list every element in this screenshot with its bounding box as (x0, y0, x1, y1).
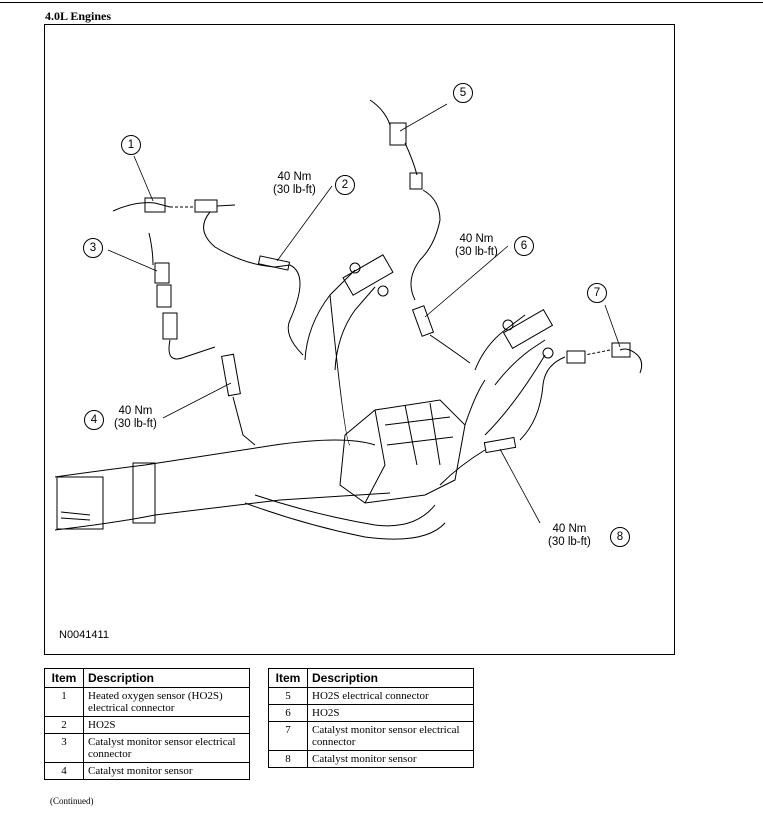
legend-header-row: Item Description (268, 668, 474, 688)
legend-item-number: 8 (268, 750, 308, 768)
table-row: 1 Heated oxygen sensor (HO2S) electrical… (44, 687, 250, 717)
callout-7-number: 7 (587, 283, 607, 303)
legend-table-right: Item Description 5 HO2S electrical conne… (268, 668, 474, 768)
table-row: 5 HO2S electrical connector (268, 687, 474, 705)
legend-item-description: Heated oxygen sensor (HO2S) electrical c… (83, 687, 250, 717)
callout-6-torque-metric: 40 Nm (459, 233, 494, 245)
table-row: 7 Catalyst monitor sensor electrical con… (268, 721, 474, 751)
callout-2-torque-imperial: (30 lb-ft) (273, 184, 316, 196)
legend-item-number: 7 (268, 721, 308, 751)
callout-4-torque-imperial: (30 lb-ft) (114, 418, 157, 430)
legend-item-number: 4 (44, 762, 84, 780)
callout-1-number: 1 (121, 135, 141, 155)
section-heading: 4.0L Engines (45, 9, 112, 23)
callout-6-number: 6 (514, 236, 534, 256)
legend-header-item: Item (268, 668, 308, 688)
table-row: 6 HO2S (268, 704, 474, 722)
table-row: 3 Catalyst monitor sensor electrical con… (44, 733, 250, 763)
legend-item-number: 1 (44, 687, 84, 717)
callout-3-number: 3 (83, 238, 103, 258)
callout-8-torque: 40 Nm (30 lb-ft) (548, 523, 591, 549)
callout-4-torque-metric: 40 Nm (118, 405, 153, 417)
legend-item-description: HO2S electrical connector (307, 687, 474, 705)
legend-item-number: 6 (268, 704, 308, 722)
legend-item-number: 3 (44, 733, 84, 763)
legend-item-description: Catalyst monitor sensor electrical conne… (83, 733, 250, 763)
callout-6-torque-imperial: (30 lb-ft) (455, 246, 498, 258)
continued-note: (Continued) (50, 796, 94, 806)
callout-8-torque-imperial: (30 lb-ft) (548, 536, 591, 548)
figure-id: N0041411 (59, 629, 109, 641)
callout-2-number: 2 (335, 175, 355, 195)
table-row: 2 HO2S (44, 716, 250, 734)
top-rule (0, 2, 763, 3)
exhaust-illustration (54, 99, 643, 540)
callout-4-number: 4 (84, 410, 104, 430)
callout-5-number: 5 (453, 83, 473, 103)
callout-8-number: 8 (610, 527, 630, 547)
legend-item-description: HO2S (83, 716, 250, 734)
legend-item-description: Catalyst monitor sensor (307, 750, 474, 768)
legend-item-description: Catalyst monitor sensor (83, 762, 250, 780)
exhaust-diagram: 1 40 Nm (30 lb-ft) 2 3 4 40 Nm (30 lb-ft… (44, 24, 675, 655)
legend-item-description: HO2S (307, 704, 474, 722)
legend-header-row: Item Description (44, 668, 250, 688)
legend-table-left: Item Description 1 Heated oxygen sensor … (44, 668, 250, 780)
legend-header-description: Description (83, 668, 250, 688)
legend-item-number: 2 (44, 716, 84, 734)
legend-item-description: Catalyst monitor sensor electrical conne… (307, 721, 474, 751)
legend-header-description: Description (307, 668, 474, 688)
callout-2-torque-metric: 40 Nm (277, 171, 312, 183)
callout-6-torque: 40 Nm (30 lb-ft) (455, 233, 498, 259)
table-row: 4 Catalyst monitor sensor (44, 762, 250, 780)
callout-8-torque-metric: 40 Nm (552, 523, 587, 535)
table-row: 8 Catalyst monitor sensor (268, 750, 474, 768)
legend-header-item: Item (44, 668, 84, 688)
callout-4-torque: 40 Nm (30 lb-ft) (114, 405, 157, 431)
legend-item-number: 5 (268, 687, 308, 705)
callout-2-torque: 40 Nm (30 lb-ft) (273, 171, 316, 197)
